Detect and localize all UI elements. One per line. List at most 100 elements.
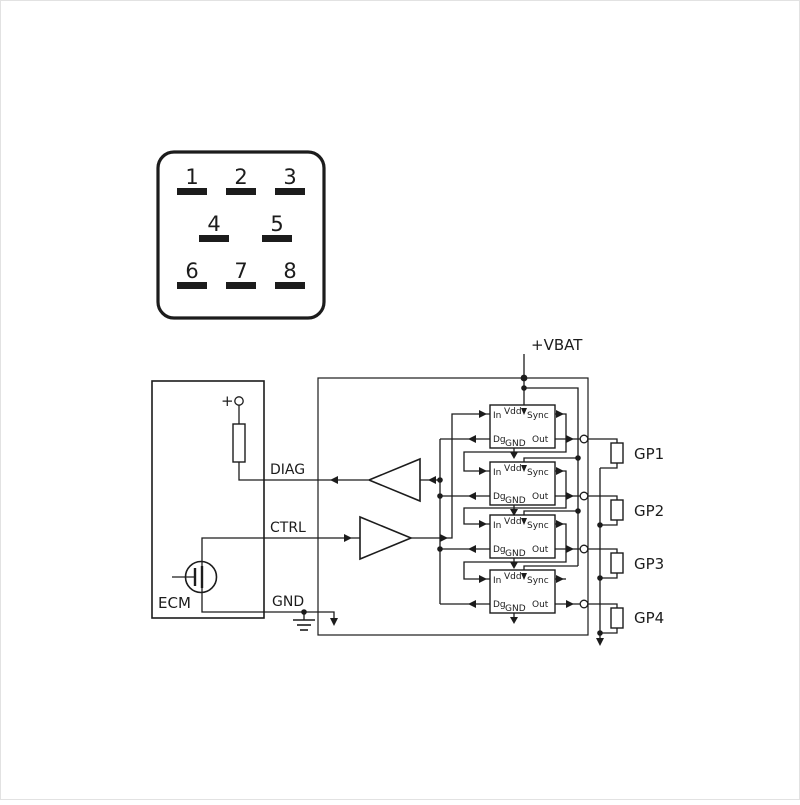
sync3-arrow-icon [556,520,564,528]
connector-pinout: 1 2 3 4 5 6 7 8 [158,152,324,318]
ic2-pin-gnd: GND [505,496,526,506]
out4-arrow-icon [566,600,574,608]
pullup-resistor [233,424,245,462]
ic2-pin-dg: Dg [493,492,506,502]
sync1-arrow-icon [556,410,564,418]
ic4-pin-out: Out [532,600,549,610]
ic3-pin-sync: Sync [527,521,549,531]
pin-bar-4 [199,235,229,242]
ctrl-label: CTRL [270,520,306,536]
gnd-label: GND [272,594,304,610]
ground-symbol [293,620,315,630]
out4-connector-pin [580,600,588,608]
signal-arrows [330,410,604,646]
glow-plug-3-label: GP3 [634,555,664,573]
glow-plug-3: GP3 [611,553,664,573]
ic-block-1: In Vdd Sync Dg GND Out [490,405,555,449]
pin-number-1: 1 [185,165,198,189]
pin-number-2: 2 [234,165,247,189]
sync2-arrow-icon [556,467,564,475]
pin-number-7: 7 [234,259,247,283]
pin-number-5: 5 [270,212,283,236]
in2-arrow-icon [479,467,487,475]
in3-arrow-icon [479,520,487,528]
ic3-pin-vdd: Vdd [504,517,522,527]
pin-number-4: 4 [207,212,220,236]
glow-plug-2-element [611,500,623,520]
glow-plug-1-element [611,443,623,463]
ctrl-buffer-out-arrow-icon [440,534,448,542]
out3-connector-pin [580,545,588,553]
ic4-pin-gnd: GND [505,604,526,614]
pin-number-8: 8 [283,259,296,283]
ic3-pin-out: Out [532,545,549,555]
ic3-pin-gnd: GND [505,549,526,559]
ic1-gnd-arrow-icon [510,452,518,459]
ic-block-4: In Vdd Sync Dg GND Out [490,570,555,614]
sync4-arrow-icon [556,575,564,583]
in1-arrow-icon [479,410,487,418]
out2-arrow-icon [566,492,574,500]
ic1-pin-vdd: Vdd [504,407,522,417]
glow-plug-2: GP2 [611,500,664,520]
dg2-arrow-icon [468,492,476,500]
out2-connector-pin [580,492,588,500]
ic4-pin-dg: Dg [493,600,506,610]
ecm-supply-terminal [235,397,243,405]
ic-block-2: In Vdd Sync Dg GND Out [490,462,555,506]
pin-bar-6 [177,282,207,289]
ic4-pin-vdd: Vdd [504,572,522,582]
ic2-pin-out: Out [532,492,549,502]
glow-plug-4-element [611,608,623,628]
diag-label: DIAG [270,462,305,478]
pin-bar-5 [262,235,292,242]
ic3-gnd-arrow-icon [510,562,518,569]
ecm-plus-label: + [221,392,234,410]
pin-bar-3 [275,188,305,195]
dg4-arrow-icon [468,600,476,608]
diag-buffer-in-arrow-icon [428,476,436,484]
diag-arrow-icon [330,476,338,484]
ic4-pin-in: In [493,576,501,586]
glow-plug-1: GP1 [611,443,664,463]
pin-number-6: 6 [185,259,198,283]
ecm-box [152,381,264,618]
glow-plug-3-element [611,553,623,573]
ic1-pin-out: Out [532,435,549,445]
plug-return-gnd-arrow-icon [596,638,604,646]
glow-plug-4-label: GP4 [634,609,664,627]
out3-arrow-icon [566,545,574,553]
pin-bar-8 [275,282,305,289]
dg3-arrow-icon [468,545,476,553]
ic3-pin-in: In [493,521,501,531]
glow-plug-1-label: GP1 [634,445,664,463]
ic2-pin-sync: Sync [527,468,549,478]
vbat-label: +VBAT [531,336,583,354]
ic2-pin-in: In [493,468,501,478]
ic4-gnd-arrow-icon [510,617,518,624]
ecm-label: ECM [158,594,191,612]
pin-bar-7 [226,282,256,289]
pin-bar-2 [226,188,256,195]
ctrl-arrow-icon [344,534,352,542]
ic1-pin-in: In [493,411,501,421]
in4-arrow-icon [479,575,487,583]
ic1-pin-gnd: GND [505,439,526,449]
ecm-module: + ECM [152,381,264,618]
dg1-arrow-icon [468,435,476,443]
module-gnd-arrow-icon [330,618,338,626]
ctrl-buffer [360,517,411,559]
ic3-pin-dg: Dg [493,545,506,555]
out1-arrow-icon [566,435,574,443]
glow-plug-4: GP4 [611,608,664,628]
glow-plug-2-label: GP2 [634,502,664,520]
ic-block-3: In Vdd Sync Dg GND Out [490,515,555,559]
ic1-pin-dg: Dg [493,435,506,445]
pin-bar-1 [177,188,207,195]
ic2-pin-vdd: Vdd [504,464,522,474]
diag-buffer [369,459,420,501]
ic4-pin-sync: Sync [527,576,549,586]
out1-connector-pin [580,435,588,443]
pin-number-3: 3 [283,165,296,189]
